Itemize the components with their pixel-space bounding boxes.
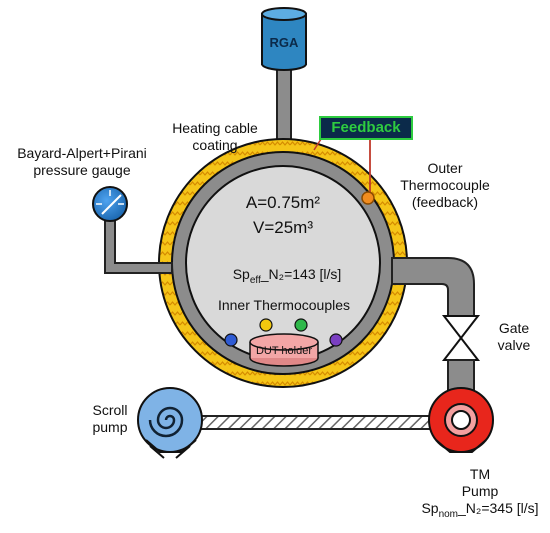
foreline-pipe: [199, 415, 431, 430]
inner-thermocouple-green: [294, 318, 308, 332]
scroll-line1: Scroll: [92, 402, 128, 418]
gauge-label: Bayard-Alpert+Pirani pressure gauge: [2, 145, 162, 179]
sp-nom-label: Spnom_N₂=345 [l/s]: [410, 500, 550, 523]
sp-nom-rest: _N₂=345 [l/s]: [458, 500, 539, 516]
inner-thermocouple-yellow: [259, 318, 273, 332]
inner-thermocouples-label: Inner Thermocouples: [217, 297, 351, 313]
scroll-line2: pump: [92, 419, 128, 435]
sp-eff-label: Speff_N₂=143 [l/s]: [212, 266, 362, 289]
dut-holder-label: DUT holder: [255, 345, 313, 357]
tm-pump-label: TM Pump Spnom_N₂=345 [l/s]: [410, 466, 550, 523]
feedback-box: [319, 116, 413, 140]
turbomolecular-pump-icon: [428, 387, 494, 453]
gate-valve-icon: [441, 315, 481, 361]
rga-cylinder: [261, 7, 307, 71]
volume-label: V=25m³: [253, 218, 313, 237]
gate-valve-line2: valve: [497, 337, 531, 353]
sp-nom-prefix: Sp: [421, 500, 439, 516]
dut-holder: [249, 333, 319, 367]
inner-thermocouple-purple: [329, 333, 343, 347]
outer-tc-line1: Outer: [427, 160, 463, 176]
gate-valve-line1: Gate: [498, 320, 530, 336]
gauge-line1: Bayard-Alpert+Pirani: [17, 145, 147, 161]
tm-line2: Pump: [461, 483, 499, 499]
outer-thermocouple-dot: [361, 191, 375, 205]
scroll-pump-label: Scroll pump: [80, 402, 140, 436]
sp-eff-rest: _N₂=143 [l/s]: [260, 266, 342, 282]
outer-thermocouple-label: Outer Thermocouple (feedback): [390, 160, 500, 211]
sp-eff-sub: eff: [249, 274, 261, 286]
sp-eff-prefix: Sp: [232, 266, 250, 282]
gauge-line2: pressure gauge: [33, 162, 131, 178]
outer-tc-line2: Thermocouple: [400, 177, 490, 193]
tm-line1: TM: [469, 466, 491, 482]
heating-cable-label: Heating cable coating: [160, 120, 270, 154]
pressure-gauge-icon: [92, 186, 128, 222]
outer-tc-line3: (feedback): [411, 194, 479, 210]
rga-label: RGA: [269, 35, 299, 50]
gate-valve-label: Gate valve: [484, 320, 544, 354]
area-label: A=0.75m²: [245, 193, 321, 212]
heating-cable-line2: coating: [192, 137, 238, 153]
feedback-label: Feedback: [331, 119, 401, 136]
inner-thermocouple-blue: [224, 333, 238, 347]
sp-nom-sub: nom: [438, 508, 459, 520]
scroll-pump-icon: [137, 387, 203, 459]
heating-cable-line1: Heating cable: [172, 120, 258, 136]
